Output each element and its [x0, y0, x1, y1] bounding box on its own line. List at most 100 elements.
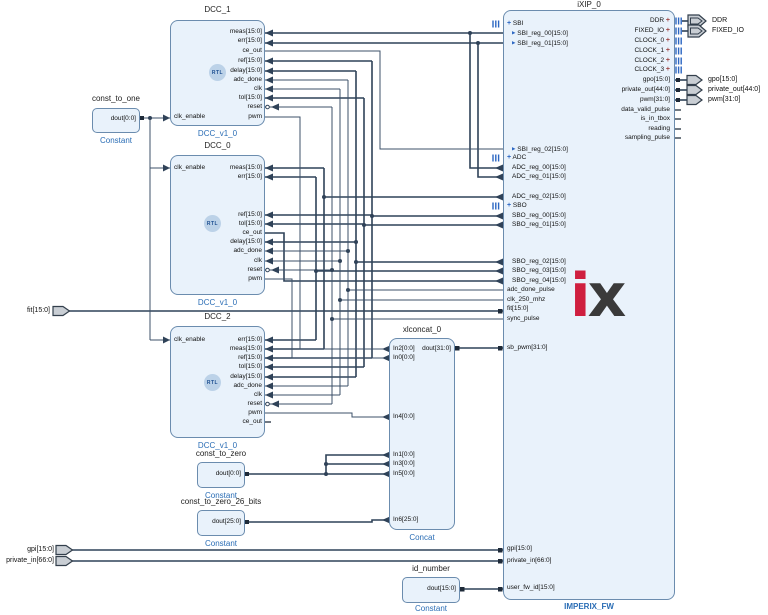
block-xlconcat[interactable] — [389, 338, 455, 530]
ixip-pin-sbi-reg-00[interactable]: ▶ SBI_reg_00[15:0] — [512, 30, 568, 37]
dcc0-pin-meas[interactable]: meas[15:0] — [229, 164, 262, 171]
const-to-zero-pin-dout[interactable]: dout[0:0] — [215, 470, 241, 477]
ixip-pin-ddr[interactable]: DDR + — [650, 17, 670, 24]
ixip-pin-sbo-reg-01[interactable]: SBO_reg_01[15:0] — [512, 221, 566, 228]
dcc0-pin-ce-out[interactable]: ce_out — [242, 229, 262, 236]
ixip-pin-adc-reg-00[interactable]: ADC_reg_00[15:0] — [512, 164, 566, 171]
ixip-pin-gpo[interactable]: gpo[15:0] — [642, 76, 670, 83]
xlconcat-pin-in1[interactable]: In1[0:0] — [393, 451, 415, 458]
ixip-pin-sbo-reg-03[interactable]: SBO_reg_03[15:0] — [512, 267, 566, 274]
dcc2-pin-adc-done[interactable]: adc_done — [233, 382, 262, 389]
ixip-pin-user-fw-id[interactable]: user_fw_id[15:0] — [507, 584, 555, 591]
xlconcat-pin-in3[interactable]: In3[0:0] — [393, 460, 415, 467]
external-port-gpo[interactable]: gpo[15:0] — [708, 76, 738, 83]
dcc0-pin-delay[interactable]: delay[15:0] — [230, 238, 262, 245]
ixip-pin-sbi-reg-02[interactable]: ▶ SBI_reg_02[15:0] — [512, 146, 568, 153]
external-port-pwm[interactable]: pwm[31:0] — [708, 96, 741, 103]
ixip-pin-sbo[interactable]: + SBO — [507, 202, 527, 209]
xlconcat-pin-in4[interactable]: In4[0:0] — [393, 413, 415, 420]
ixip-pin-gpi[interactable]: gpi[15:0] — [507, 545, 532, 552]
ixip-pin-pwm[interactable]: pwm[31:0] — [640, 96, 670, 103]
ixip-pin-sbo-reg-04[interactable]: SBO_reg_04[15:0] — [512, 277, 566, 284]
dcc2-pin-meas[interactable]: meas[15:0] — [229, 345, 262, 352]
dcc0-pin-reset[interactable]: reset — [247, 266, 262, 273]
ixip-pin-sbi[interactable]: + SBI — [507, 20, 524, 27]
xlconcat-pin-in6[interactable]: In6[25:0] — [393, 516, 419, 523]
ixip-pin-clk-250-mhz[interactable]: clk_250_mhz — [507, 296, 546, 303]
ixip-pin-adc-reg-02[interactable]: ADC_reg_02[15:0] — [512, 193, 566, 200]
dcc0-pin-ref[interactable]: ref[15:0] — [238, 211, 262, 218]
port-shape-private-in[interactable] — [55, 555, 74, 567]
dcc1-pin-clk[interactable]: clk — [254, 85, 262, 92]
ixip-pin-reading[interactable]: reading — [648, 125, 670, 132]
id-number-pin-dout[interactable]: dout[15:0] — [427, 585, 456, 592]
port-shape-gpi[interactable] — [55, 544, 74, 556]
dcc1-pin-adc-done[interactable]: adc_done — [233, 76, 262, 83]
dcc2-pin-pwm[interactable]: pwm — [248, 409, 262, 416]
dcc0-pin-err[interactable]: err[15:0] — [237, 173, 262, 180]
external-port-gpi[interactable]: gpi[15:0] — [27, 546, 54, 553]
ixip-pin-sbo-reg-00[interactable]: SBO_reg_00[15:0] — [512, 212, 566, 219]
dcc2-pin-reset[interactable]: reset — [247, 400, 262, 407]
block-const-to-one[interactable] — [92, 108, 140, 133]
dcc1-pin-ce-out[interactable]: ce_out — [242, 47, 262, 54]
external-port-private-in[interactable]: private_in[66:0] — [6, 557, 54, 564]
external-port-private-out[interactable]: private_out[44:0] — [708, 86, 761, 93]
ixip-pin-fixed-io[interactable]: FIXED_IO + — [634, 27, 670, 34]
dcc1-pin-delay[interactable]: delay[15:0] — [230, 67, 262, 74]
dcc1-pin-tol[interactable]: tol[15:0] — [238, 94, 262, 101]
ixip-pin-sb-pwm[interactable]: sb_pwm[31:0] — [507, 344, 548, 351]
ixip-pin-private-in[interactable]: private_in[66:0] — [507, 557, 552, 564]
dcc1-pin-ref[interactable]: ref[15:0] — [238, 57, 262, 64]
dcc2-pin-err[interactable]: err[15:0] — [237, 336, 262, 343]
dcc1-pin-reset[interactable]: reset — [247, 103, 262, 110]
port-shape-pwm[interactable] — [686, 94, 703, 106]
ixip-pin-sbo-reg-02[interactable]: SBO_reg_02[15:0] — [512, 258, 566, 265]
dcc2-pin-clk-enable[interactable]: clk_enable — [174, 336, 206, 343]
external-port-ddr[interactable]: DDR — [712, 17, 728, 24]
external-port-fixed-io[interactable]: FIXED_IO — [712, 27, 744, 34]
ixip-pin-private-out[interactable]: private_out[44:0] — [621, 86, 670, 93]
ixip-pin-adc-reg-01[interactable]: ADC_reg_01[15:0] — [512, 173, 566, 180]
ixip-pin-sync-pulse[interactable]: sync_pulse — [507, 315, 540, 322]
xlconcat-pin-in5[interactable]: In5[0:0] — [393, 470, 415, 477]
dcc1-pin-meas[interactable]: meas[15:0] — [229, 28, 262, 35]
dcc1-pin-err[interactable]: err[15:0] — [237, 37, 262, 44]
xlconcat-pin-in2[interactable]: In2[0:0] — [393, 345, 415, 352]
ixip-pin-clock-3[interactable]: CLOCK_3 + — [634, 66, 670, 73]
ixip-pin-is-in-tbox[interactable]: is_in_tbox — [640, 115, 670, 122]
const-to-zero-26-pin-dout[interactable]: dout[25:0] — [212, 518, 241, 525]
block-id-number[interactable] — [402, 577, 460, 603]
dcc1-pin-clk-enable[interactable]: clk_enable — [174, 113, 206, 120]
dcc0-pin-clk-enable[interactable]: clk_enable — [174, 164, 206, 171]
xlconcat-pin-in0[interactable]: In0[0:0] — [393, 354, 415, 361]
dcc1-pin-pwm[interactable]: pwm — [248, 113, 262, 120]
external-port-fit[interactable]: fit[15:0] — [27, 307, 50, 314]
dcc0-pin-clk[interactable]: clk — [254, 257, 262, 264]
dcc0-pin-adc-done[interactable]: adc_done — [233, 247, 262, 254]
port-shape-gpo[interactable] — [686, 74, 703, 86]
block-ixip[interactable] — [503, 10, 675, 600]
ixip-pin-fit[interactable]: fit[15:0] — [507, 305, 529, 312]
ixip-pin-sbi-reg-01[interactable]: ▶ SBI_reg_01[15:0] — [512, 40, 568, 47]
dcc2-pin-ce-out[interactable]: ce_out — [242, 418, 262, 425]
dcc2-pin-tol[interactable]: tol[15:0] — [238, 363, 262, 370]
ixip-pin-adc-done-pulse[interactable]: adc_done_pulse — [507, 286, 555, 293]
dcc2-pin-delay[interactable]: delay[15:0] — [230, 373, 262, 380]
dcc2-pin-clk[interactable]: clk — [254, 391, 262, 398]
block-const-to-zero-26[interactable] — [197, 510, 245, 536]
port-shape-private-out[interactable] — [686, 84, 703, 96]
const-to-one-pin-dout[interactable]: dout[0:0] — [110, 115, 136, 122]
ixip-pin-clock-1[interactable]: CLOCK_1 + — [634, 47, 670, 54]
dcc0-pin-pwm[interactable]: pwm — [248, 275, 262, 282]
ixip-pin-sampling-pulse[interactable]: sampling_pulse — [624, 134, 670, 141]
ixip-pin-clock-2[interactable]: CLOCK_2 + — [634, 57, 670, 64]
port-shape-fit[interactable] — [52, 305, 71, 317]
ixip-pin-clock-0[interactable]: CLOCK_0 + — [634, 37, 670, 44]
dcc0-pin-tol[interactable]: tol[15:0] — [238, 220, 262, 227]
dcc2-pin-ref[interactable]: ref[15:0] — [238, 354, 262, 361]
ixip-pin-adc[interactable]: + ADC — [507, 154, 527, 161]
xlconcat-pin-dout[interactable]: dout[31:0] — [422, 345, 451, 352]
ixip-pin-data-valid-pulse[interactable]: data_valid_pulse — [621, 106, 670, 113]
block-const-to-zero[interactable] — [197, 462, 245, 488]
